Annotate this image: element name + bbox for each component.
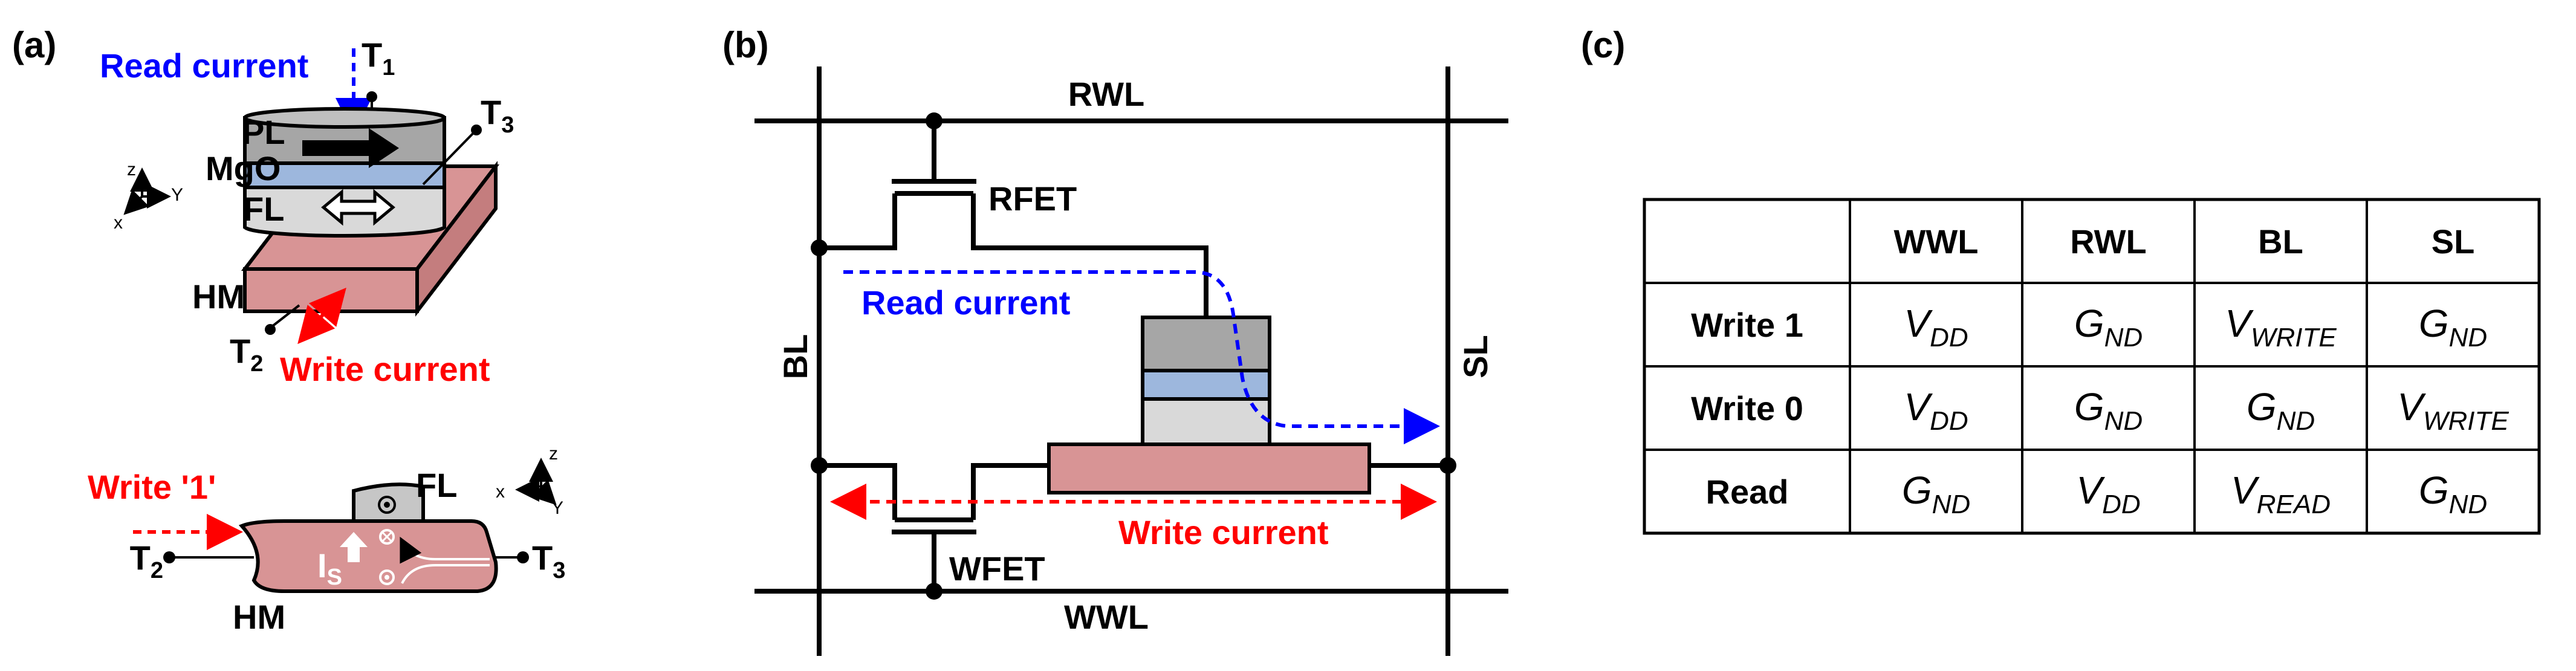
table-cell-value: GND xyxy=(2074,385,2143,436)
wfet-wires xyxy=(819,463,1049,591)
svg-text:x: x xyxy=(496,482,505,502)
table-row-label: Write 1 xyxy=(1691,306,1803,344)
table-cell-value: VDD xyxy=(1904,302,1968,352)
hm-slab-side xyxy=(415,161,498,317)
t3-lead xyxy=(422,131,476,186)
mtj-mgo-layer xyxy=(1141,369,1271,401)
is-label: IS xyxy=(317,546,342,590)
spin-x-symbol xyxy=(379,529,395,545)
table-cell-value: VDD xyxy=(2076,468,2140,519)
current-path-upper xyxy=(400,536,490,564)
axis-indicator-top: z Y x xyxy=(114,160,183,233)
table-cell-value: VDD xyxy=(1904,385,1968,436)
bl-rfet-node xyxy=(811,239,828,256)
wfet-label: WFET xyxy=(949,549,1045,588)
write-current-label-b: Write current xyxy=(1118,513,1328,551)
mgo-label: MgO xyxy=(206,149,281,187)
mtj-fl-layer xyxy=(1141,397,1271,446)
fl-bottom-label: FL xyxy=(416,466,457,504)
t3-terminal xyxy=(471,125,482,135)
table-row-label: Read xyxy=(1706,473,1789,511)
table-cell-value: VWRITE xyxy=(2225,302,2337,352)
write-current-arrow-a xyxy=(297,287,346,345)
current-path-lower xyxy=(401,564,490,584)
fl-dot-symbol xyxy=(378,496,396,514)
is-up-arrow xyxy=(340,532,368,562)
sl-hm-node xyxy=(1439,457,1456,474)
spin-dot-symbol xyxy=(379,569,395,585)
t3-bottom-terminal xyxy=(517,551,529,563)
t2-label: T2 xyxy=(230,332,263,377)
rfet-wires xyxy=(819,121,1209,317)
bl-label: BL xyxy=(776,334,814,380)
hm-label: HM xyxy=(192,277,245,316)
fl-label: FL xyxy=(243,190,284,228)
svg-text:Y: Y xyxy=(551,498,563,518)
hm-cross-section xyxy=(238,519,498,593)
t2-terminal xyxy=(265,324,276,335)
table-row-label: Write 0 xyxy=(1691,389,1803,427)
t3-label: T3 xyxy=(481,93,514,138)
bias-table: WWL RWL BL SL Write 1 VDD GND VWRITE GND Write 0 V… xyxy=(1643,198,2541,535)
mtj-pl-layer xyxy=(1141,316,1271,372)
panel-b-label: (b) xyxy=(722,25,769,65)
rfet-label: RFET xyxy=(988,180,1077,218)
t2-lead xyxy=(271,304,300,328)
hm-bar xyxy=(1047,442,1371,494)
panel-a: (a) Read current T1 PL MgO xyxy=(12,25,565,636)
table-cell-value: VWRITE xyxy=(2397,385,2509,436)
axis-indicator-bottom: z x Y xyxy=(496,444,563,518)
svg-text:z: z xyxy=(549,444,558,464)
table-cell-value: GND xyxy=(2074,302,2143,352)
table-cell-value: GND xyxy=(1902,468,1970,519)
t2-bottom-terminal xyxy=(163,551,175,563)
t3-bottom-label: T3 xyxy=(532,539,565,583)
rwl-label: RWL xyxy=(1068,75,1145,113)
pl-label: PL xyxy=(242,113,285,151)
table-cell-value: GND xyxy=(2247,385,2315,436)
fl-magnetization-arrow xyxy=(321,189,395,226)
svg-text:z: z xyxy=(127,160,136,180)
read-current-label-b: Read current xyxy=(861,284,1070,322)
sl-label: SL xyxy=(1456,335,1494,378)
table-header-cell: BL xyxy=(2258,222,2303,261)
write-current-label-a: Write current xyxy=(280,350,490,388)
table-header-cell: SL xyxy=(2432,222,2475,261)
table-cell-value: VREAD xyxy=(2231,468,2331,519)
table-cell-value: GND xyxy=(2419,468,2487,519)
panel-c-label: (c) xyxy=(1581,25,1625,65)
t1-label: T1 xyxy=(362,36,395,80)
t1-terminal xyxy=(366,91,377,102)
wwl-label: WWL xyxy=(1064,598,1149,636)
read-current-path xyxy=(843,270,1440,444)
table-cell-value: GND xyxy=(2419,302,2487,352)
table-header-cell: RWL xyxy=(2070,222,2147,261)
bl-wfet-node xyxy=(811,457,828,474)
panel-b: (b) RWL WWL BL SL RFET WFET Read current xyxy=(722,25,1508,656)
panel-c: (c) WWL RWL BL SL Write 1 VDD GND VWRITE GND Writ… xyxy=(1581,25,2541,535)
table-header-cell: WWL xyxy=(1894,222,1979,261)
t2-bottom-label: T2 xyxy=(130,539,163,583)
pl-magnetization-arrow xyxy=(302,128,399,168)
read-current-label-a: Read current xyxy=(100,47,308,85)
svg-text:x: x xyxy=(114,213,123,233)
hm-bottom-label: HM xyxy=(233,598,285,636)
svg-text:Y: Y xyxy=(171,185,183,205)
write-one-label: Write '1' xyxy=(88,468,216,506)
panel-a-label: (a) xyxy=(12,25,56,65)
